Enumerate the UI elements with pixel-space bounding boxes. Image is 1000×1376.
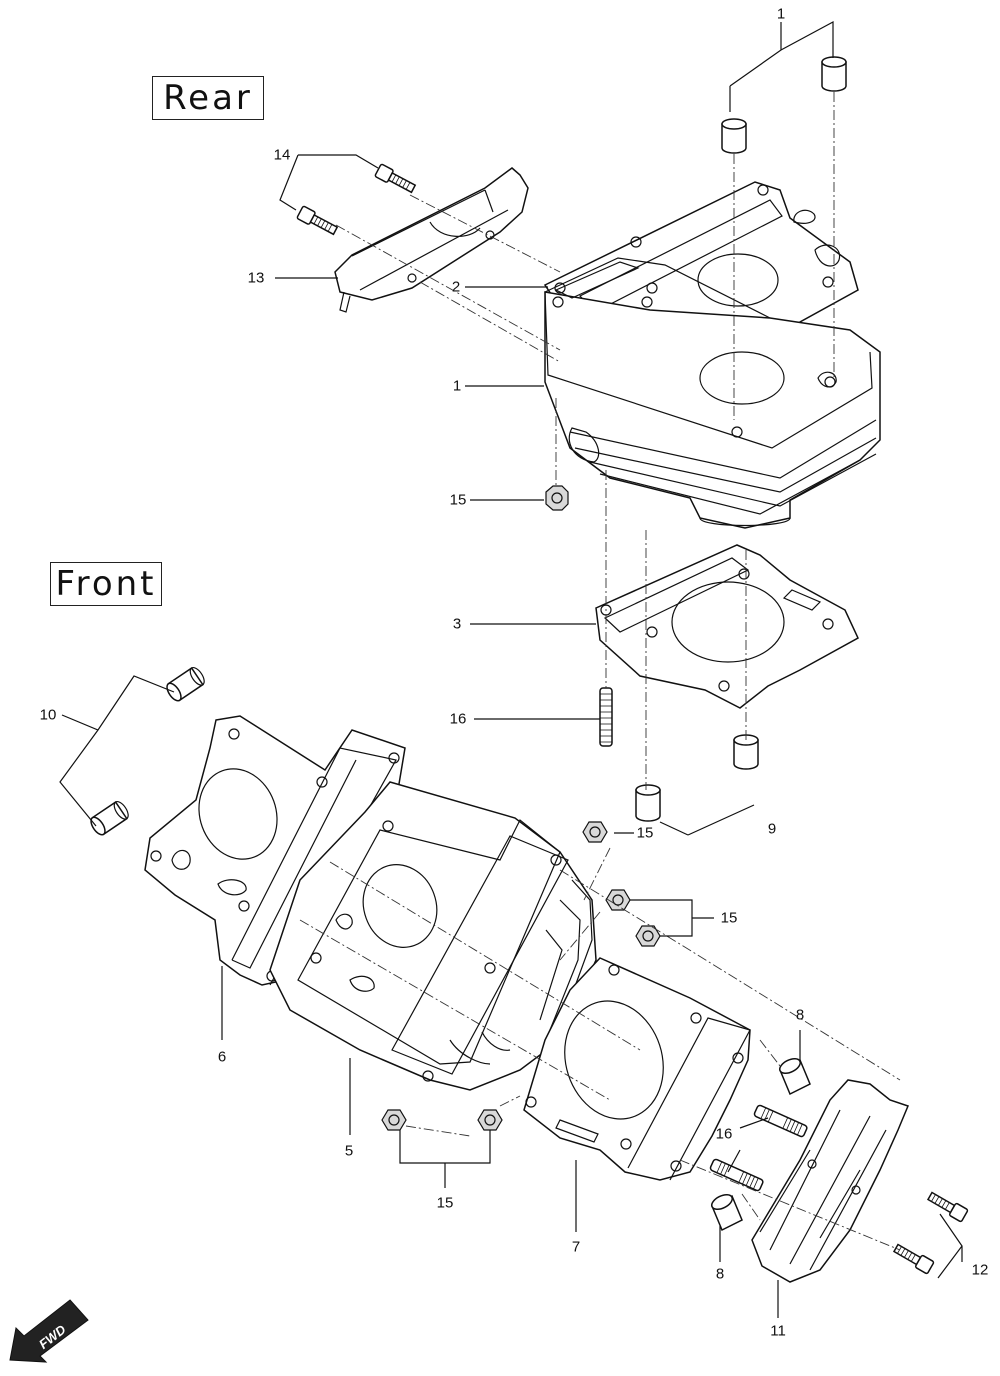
rear-bolts [296,163,417,236]
callout-15-front-top: 15 [636,824,654,842]
rear-alignment-lines [335,92,835,790]
callout-8-bottom: 8 [715,1265,725,1283]
rear-stud-bolt [599,687,613,747]
callout-16-front: 16 [715,1125,733,1143]
callout-5: 5 [344,1142,354,1160]
callout-15-front-mid: 15 [720,909,738,927]
callout-16-rear: 16 [449,710,467,728]
fwd-arrow-icon [9,1299,89,1363]
callout-4: 1 [776,5,786,23]
rear-cylinder [544,257,881,529]
leader-lines [59,20,963,1318]
callout-13: 13 [247,269,265,287]
callout-7: 7 [571,1238,581,1256]
callout-11: 11 [770,1322,786,1340]
rear-chain-guide [334,167,529,313]
callout-8-top: 8 [795,1006,805,1024]
front-chain-guide [751,1079,910,1283]
front-cylinder [269,781,597,1091]
callout-9: 9 [767,820,777,838]
front-stud-bolts [709,1104,808,1192]
front-section-label: Front [50,562,162,606]
callout-2: 2 [451,278,461,296]
callout-14: 14 [273,146,291,164]
rear-dowel-pins [721,56,847,154]
callout-1: 1 [452,377,462,395]
rear-flange-nut [545,485,569,511]
front-bolts [892,1191,969,1275]
rear-base-dowel-pins [635,734,759,822]
callout-15-front-bottom: 15 [436,1194,454,1212]
callout-6: 6 [217,1048,227,1066]
callout-3: 3 [452,615,462,633]
front-base-dowel-pins [711,1058,811,1232]
callout-10: 10 [39,706,57,724]
callout-15-rear: 15 [449,491,467,509]
callout-12: 12 [971,1261,989,1279]
front-alignment-lines [299,847,901,1251]
rear-base-gasket [595,544,859,709]
rear-section-label: Rear [152,76,264,120]
